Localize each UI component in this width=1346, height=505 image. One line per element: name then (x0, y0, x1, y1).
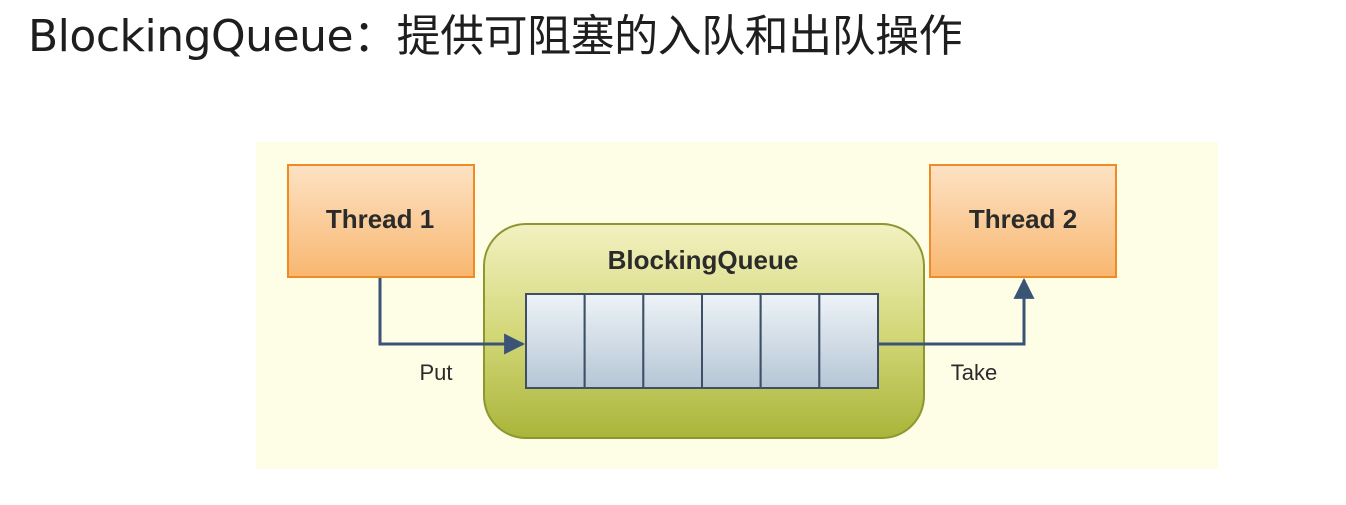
put-arrow (378, 278, 526, 355)
queue-slot (818, 293, 879, 389)
thread-1-box: Thread 1 (287, 164, 475, 278)
blocking-queue-label: BlockingQueue (608, 245, 799, 275)
queue-slot (759, 293, 821, 389)
thread-2-label: Thread 2 (969, 204, 1077, 234)
queue-slot (583, 293, 645, 389)
take-label: Take (951, 360, 997, 385)
queue-slot (701, 293, 762, 389)
queue-slots (525, 293, 879, 389)
thread-1-label: Thread 1 (326, 204, 434, 234)
page-title: BlockingQueue：提供可阻塞的入队和出队操作 (28, 11, 963, 62)
take-arrow (878, 277, 1035, 346)
put-label: Put (419, 360, 452, 385)
thread-2-box: Thread 2 (929, 164, 1117, 278)
queue-slot (642, 293, 703, 389)
queue-slot (525, 293, 586, 389)
